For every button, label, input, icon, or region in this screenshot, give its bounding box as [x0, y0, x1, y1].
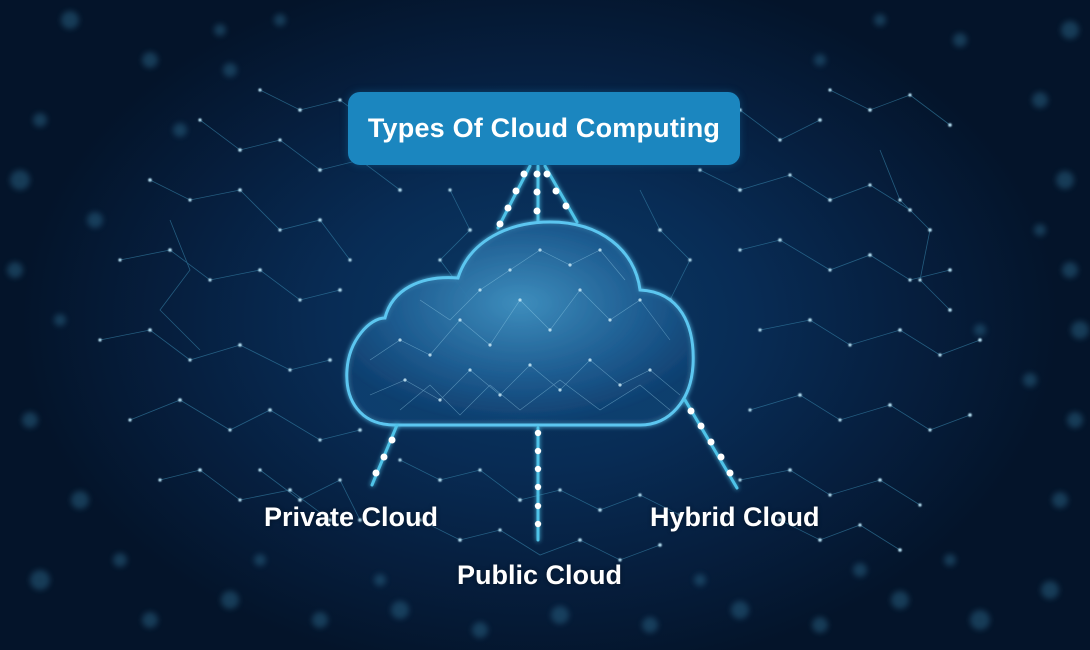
branch-label-hybrid-cloud: Hybrid Cloud	[650, 502, 820, 532]
branch-label-public-cloud: Public Cloud	[457, 560, 622, 590]
diagram-title: Types Of Cloud Computing	[348, 92, 740, 165]
diagram-title-text: Types Of Cloud Computing	[367, 113, 721, 143]
branch-label-private-cloud: Private Cloud	[264, 502, 439, 532]
cloud-icon	[345, 220, 695, 427]
